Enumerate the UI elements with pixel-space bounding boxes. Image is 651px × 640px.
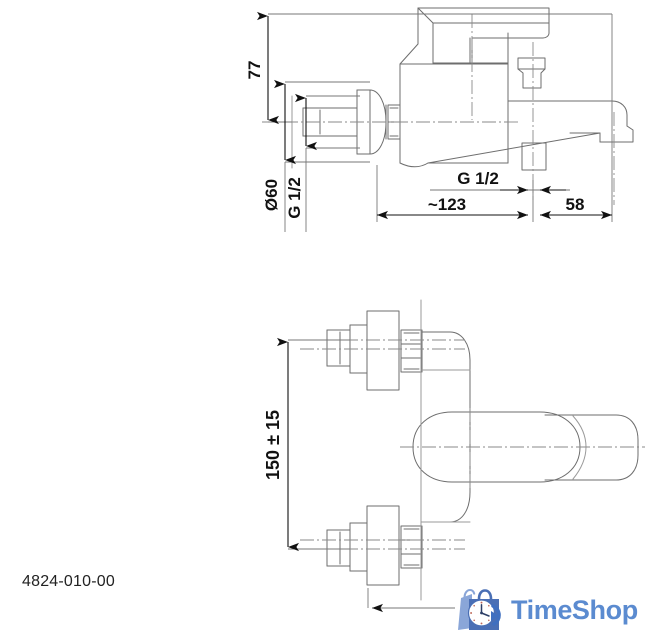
part-number-label: 4824-010-00 <box>22 573 115 590</box>
lever-handle-outline <box>417 7 550 24</box>
upper-hex-nut-b <box>400 343 423 359</box>
lever-handle-underside <box>471 22 550 64</box>
front-view-centrelines <box>300 339 645 550</box>
dim-text-d60: Ø60 <box>262 179 281 211</box>
dim-text-123: ~123 <box>428 195 466 214</box>
upper-hex-nut-a <box>400 329 423 345</box>
upper-escutcheon-body <box>366 310 400 391</box>
brand-name: TimeShop <box>511 594 638 625</box>
lower-hex-nut-b <box>400 539 423 555</box>
lever-end-outline <box>544 414 639 481</box>
upper-hex-nut-c <box>400 357 423 373</box>
spout-under-edge <box>427 132 601 164</box>
front-view-dimensions <box>277 337 455 613</box>
body-bottom-left-radius <box>399 162 429 168</box>
side-view-geometry <box>291 7 634 171</box>
spout-nose-right <box>599 125 634 143</box>
spout-top-edge <box>507 100 628 127</box>
side-view-dimensions <box>257 11 613 232</box>
dim-text-150-15: 150 ± 15 <box>263 410 283 480</box>
side-view-dimension-text: 77 Ø60 G 1/2 G 1/2 ~123 58 <box>245 61 584 219</box>
shower-outlet-nipple <box>521 142 547 171</box>
spout-end-capsule <box>412 411 581 483</box>
body-lower-left-curve <box>421 491 471 523</box>
cartridge-cap-left <box>399 7 419 101</box>
front-view-geometry <box>326 299 639 601</box>
diverter-knob <box>517 57 546 89</box>
front-view-dimension-text: 150 ± 15 <box>263 410 283 480</box>
shopping-bag-clock-icon <box>458 588 501 630</box>
lower-hex-nut-c <box>400 553 423 569</box>
dim-text-77: 77 <box>245 61 264 80</box>
side-view-centrelines <box>262 14 615 205</box>
lower-hex-nut-a <box>400 525 423 541</box>
lower-escutcheon-body <box>366 505 400 586</box>
body-upper-left-curve <box>421 331 471 401</box>
timeshop-logo: TimeShop <box>455 585 645 635</box>
dim-text-58: 58 <box>566 195 585 214</box>
dim-text-g12-left: G 1/2 <box>285 177 304 219</box>
dim-text-g12-right: G 1/2 <box>457 169 499 188</box>
